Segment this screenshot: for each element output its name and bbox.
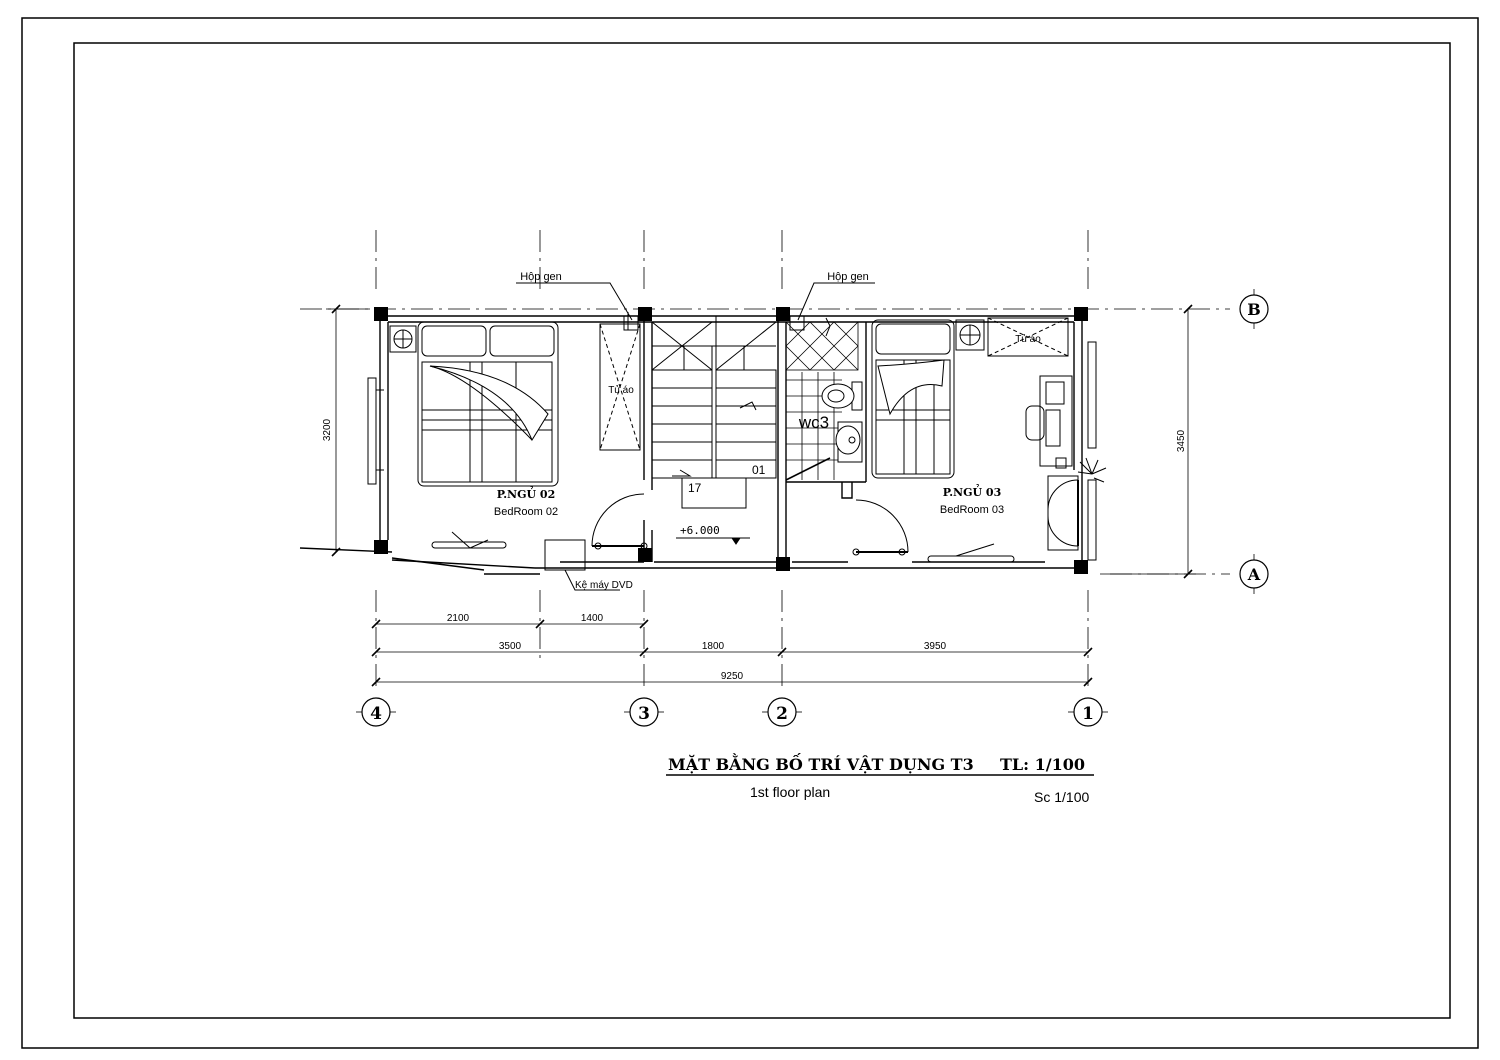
- dim-1800: 1800: [702, 641, 725, 652]
- room-bedroom03-en: BedRoom 03: [940, 504, 1004, 516]
- room-bedroom02-en: BedRoom 02: [494, 506, 558, 518]
- tv-03: [927, 543, 1015, 563]
- dim-3450: 3450: [1176, 429, 1187, 452]
- door-bedroom-02: [591, 493, 648, 550]
- window-left: [367, 377, 384, 485]
- bed-02: [417, 321, 559, 487]
- axis-bubble-ticks: [356, 289, 1255, 713]
- window-right: [1087, 341, 1097, 561]
- label-stair-01: 01: [752, 463, 766, 477]
- drawing-title: MẶT BẰNG BỐ TRÍ VẬT DỤNG T3: [668, 752, 974, 774]
- dim-3500: 3500: [499, 641, 522, 652]
- duct-box-left: [516, 282, 639, 331]
- door-bedroom-03: [852, 499, 909, 556]
- dim-2100: 2100: [447, 613, 470, 624]
- wardrobe-right: [987, 317, 1069, 357]
- drawing-subtitle: 1st floor plan: [750, 784, 830, 800]
- outer-border: [21, 17, 1479, 1049]
- shower-door: [785, 457, 831, 481]
- inner-border: [73, 42, 1451, 1019]
- tv-02: [431, 531, 507, 549]
- label-hop-gen-left: Hộp gen: [520, 271, 562, 283]
- axis-label-4: 4: [370, 704, 382, 724]
- structural-columns: [374, 307, 1088, 574]
- label-tu-ao-right: Tủ áo: [1015, 333, 1041, 345]
- plant: [1077, 457, 1107, 483]
- dim-3200: 3200: [322, 418, 333, 441]
- axis-label-A: A: [1247, 565, 1261, 584]
- dim-3950: 3950: [924, 641, 947, 652]
- dimension-lines: [326, 304, 1196, 687]
- room-bedroom03-vn: P.NGỦ 03: [943, 484, 1001, 499]
- toilet: [821, 381, 863, 411]
- label-stair-17: 17: [688, 481, 702, 495]
- axis-label-3: 3: [638, 704, 650, 724]
- wardrobe-left: [599, 323, 641, 451]
- level-mark: [676, 537, 750, 545]
- staircase: [651, 316, 777, 509]
- room-wc3: wc3: [798, 413, 829, 432]
- walls: [299, 315, 1083, 575]
- wc3-room: [785, 321, 859, 480]
- dim-9250: 9250: [721, 671, 744, 682]
- axis-label-2: 2: [776, 704, 788, 724]
- label-tu-ao-left: Tủ áo: [608, 384, 634, 396]
- label-level: +6.000: [680, 524, 720, 537]
- duct-box-right: [789, 282, 875, 337]
- balcony-door: [1047, 475, 1079, 551]
- desk-computer: [1025, 375, 1073, 469]
- room-bedroom02-vn: P.NGỦ 02: [497, 486, 555, 501]
- drawing-scale-en: Sc 1/100: [1034, 789, 1089, 805]
- washbasin: [835, 421, 863, 463]
- label-ke-may-dvd: Kệ máy DVD: [575, 580, 633, 591]
- bed-03: [871, 319, 955, 479]
- drawing-scale: TL: 1/100: [1000, 755, 1085, 774]
- nightstand-lamp-02: [389, 325, 417, 353]
- label-hop-gen-right: Hộp gen: [827, 271, 869, 283]
- grid-lines: [300, 230, 1230, 692]
- dvd-shelf: [544, 539, 620, 591]
- dim-1400: 1400: [581, 613, 604, 624]
- axis-label-1: 1: [1082, 704, 1094, 724]
- axis-label-B: B: [1247, 300, 1261, 319]
- nightstand-lamp-03: [955, 319, 985, 351]
